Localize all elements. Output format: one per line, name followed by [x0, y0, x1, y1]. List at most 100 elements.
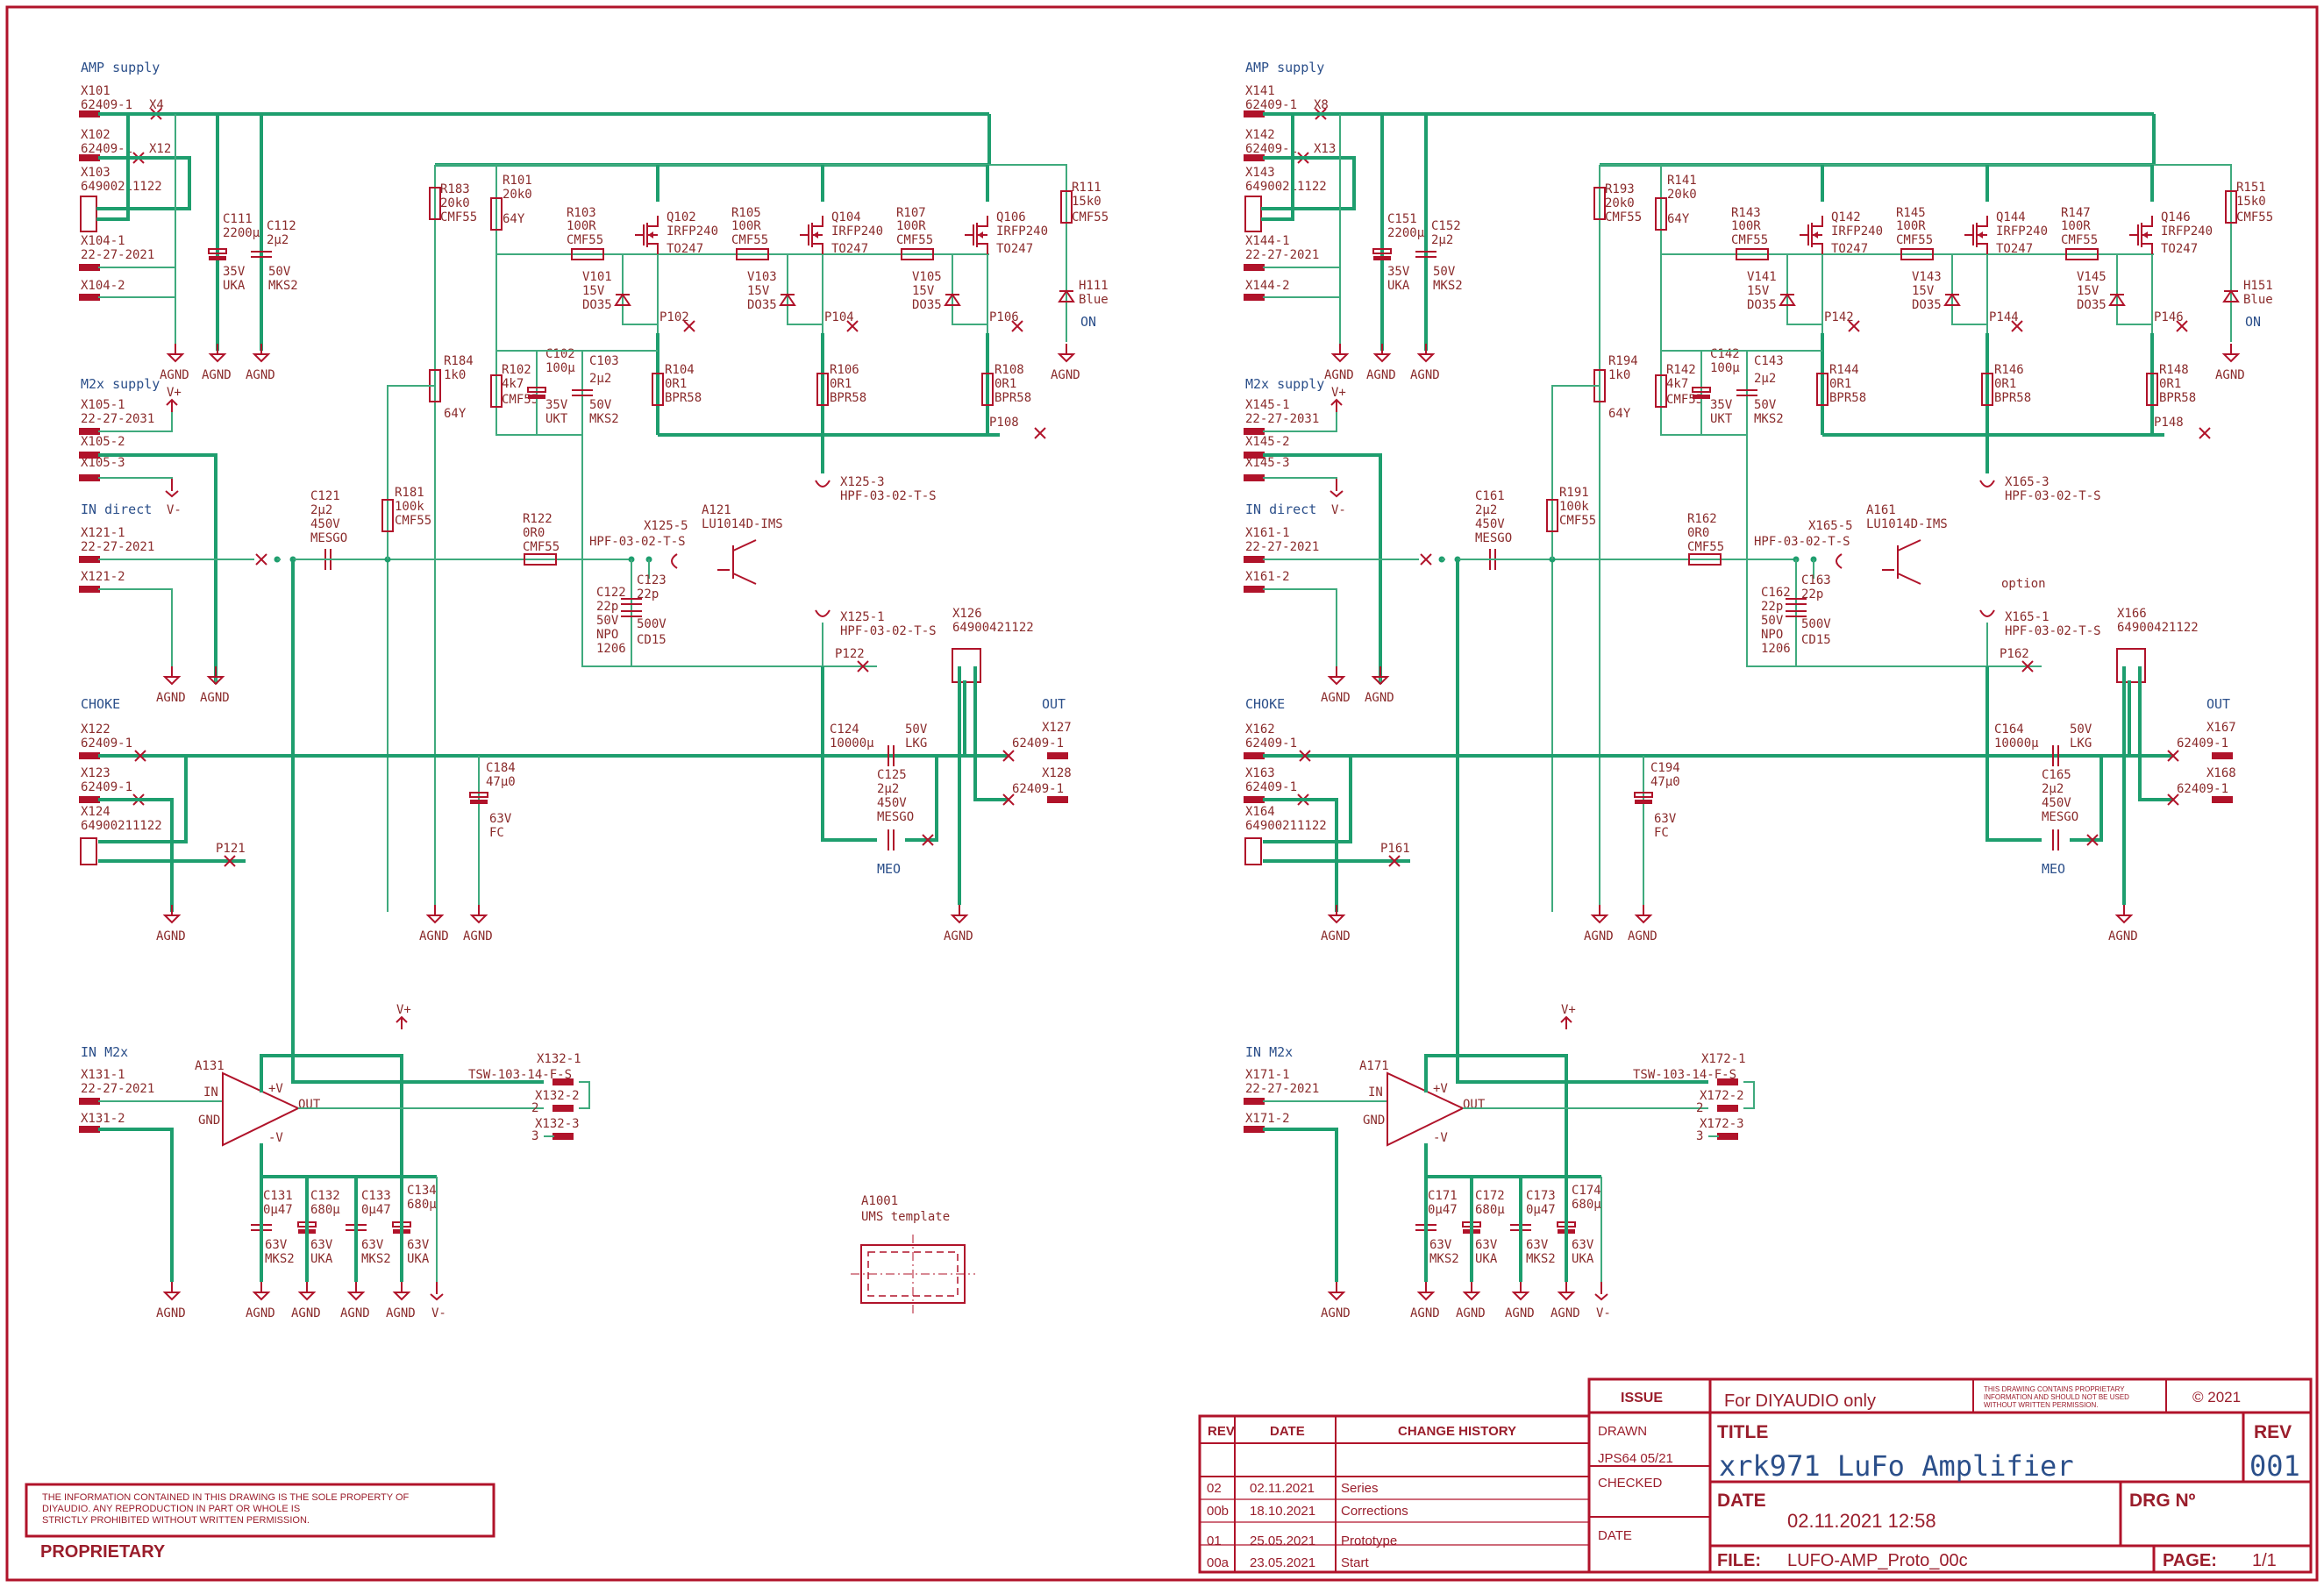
history-row-desc: Prototype	[1341, 1534, 1397, 1548]
component-label: C134	[407, 1184, 437, 1198]
connector-pin	[1717, 1078, 1738, 1085]
hpf-contact	[671, 553, 678, 569]
component-label: X161-1	[1245, 526, 1290, 540]
ground-symbol	[162, 905, 182, 924]
section-out: OUT	[2206, 696, 2230, 712]
component-label: X132-3	[535, 1117, 580, 1131]
component-label: X127	[1042, 721, 1072, 735]
zener-diode	[2108, 293, 2126, 306]
component-label: LU1014D-IMS	[702, 517, 783, 531]
component-label: 3	[1696, 1129, 1703, 1143]
supply-label: V+	[396, 1003, 411, 1017]
component-label: C165	[2042, 768, 2071, 782]
ground-symbol	[1634, 905, 1653, 924]
wire	[1795, 559, 2042, 667]
component-label: CMF55	[395, 514, 431, 528]
component-label: TO247	[1831, 242, 1868, 256]
no-connect-mark	[683, 320, 695, 332]
ground-label: AGND	[1321, 929, 1351, 943]
component-label: C103	[589, 354, 619, 368]
no-connect-mark	[2011, 320, 2023, 332]
component-label: CMF55	[440, 210, 477, 224]
component-label: 62409-1	[1012, 782, 1064, 796]
component-label: CMF55	[896, 233, 933, 247]
component-label: 2µ2	[267, 233, 289, 247]
resistor	[490, 374, 503, 408]
supply-arrow	[1330, 398, 1343, 412]
history-row-rev: 00a	[1207, 1555, 1230, 1570]
resistor	[901, 248, 934, 260]
section-in-direct: IN direct	[81, 502, 152, 517]
wire	[98, 453, 217, 684]
component-label: MKS2	[265, 1252, 295, 1266]
component-label: X103	[81, 166, 110, 180]
component-label: A121	[702, 503, 731, 517]
component-label: C174	[1572, 1184, 1601, 1198]
header-connector	[80, 196, 97, 232]
component-label: CMF55	[1731, 233, 1768, 247]
ground-label: AGND	[156, 1306, 186, 1320]
capacitor	[2052, 829, 2059, 850]
component-label: X144-2	[1245, 279, 1290, 293]
component-label: 35V	[223, 265, 246, 279]
ground-symbol	[162, 666, 182, 686]
component-label: C111	[223, 212, 253, 226]
connector-pin	[1244, 110, 1265, 117]
component-label: LKG	[905, 737, 927, 751]
file-value: LUFO-AMP_Proto_00c	[1787, 1551, 1968, 1570]
component-label: 62409-1	[2177, 782, 2228, 796]
component-label: 22-27-2021	[1245, 540, 1319, 554]
component-label: 22-27-2021	[1245, 1082, 1319, 1096]
component-label: R147	[2061, 206, 2091, 220]
component-label: 15V	[582, 284, 605, 298]
no-connect-mark	[1011, 320, 1023, 332]
component-label: 64Y	[444, 407, 467, 421]
component-label: P121	[216, 842, 246, 856]
component-label: 22-27-2021	[81, 540, 154, 554]
ground-symbol	[950, 905, 969, 924]
ground-symbol	[252, 344, 271, 363]
wire	[821, 756, 877, 842]
component-label: 62409-1	[1245, 737, 1297, 751]
page-label: PAGE:	[2163, 1551, 2217, 1570]
component-label: C143	[1754, 354, 1784, 368]
wire	[495, 254, 582, 436]
no-connect-mark	[134, 750, 146, 762]
electrolytic-plate	[1635, 800, 1652, 804]
ums-template-block: A1001 UMS template	[851, 1194, 975, 1315]
ground-label: AGND	[1551, 1306, 1580, 1320]
ground-label: AGND	[160, 368, 189, 382]
resistor	[381, 499, 394, 532]
component-label: R102	[502, 363, 531, 377]
component-label: OUT	[1463, 1098, 1486, 1112]
wire	[1951, 254, 1987, 325]
component-label: 50V	[1761, 614, 1784, 628]
history-row-desc: Series	[1341, 1481, 1379, 1496]
component-label: CMF55	[1559, 514, 1596, 528]
component-label: TO247	[2161, 242, 2198, 256]
ground-symbol	[1590, 905, 1609, 924]
no-connect-mark	[1388, 855, 1401, 867]
component-label: BPR58	[1994, 391, 2031, 405]
component-label: Q102	[667, 210, 696, 224]
component-label: 0µ47	[1428, 1203, 1458, 1217]
component-label: P146	[2154, 310, 2184, 324]
mosfet-transistor	[800, 216, 823, 254]
component-label: ON	[2245, 314, 2261, 330]
component-label: C152	[1431, 219, 1461, 233]
mosfet-transistor	[2129, 216, 2153, 254]
electrolytic-plate	[1373, 256, 1391, 260]
component-label: LKG	[2070, 737, 2092, 751]
component-label: R162	[1687, 512, 1717, 526]
resistor	[816, 373, 829, 406]
component-label: 15V	[747, 284, 770, 298]
component-label: MEO	[2042, 861, 2065, 877]
component-label: 50V	[1754, 398, 1777, 412]
component-label: C123	[637, 573, 667, 587]
wire	[1985, 756, 2042, 842]
component-label: MESGO	[1475, 531, 1512, 545]
component-label: TSW-103-14-F-S	[1633, 1068, 1736, 1082]
resistor	[429, 187, 441, 220]
electrolytic-capacitor	[527, 387, 546, 393]
component-label: 62409-1	[1245, 780, 1297, 794]
